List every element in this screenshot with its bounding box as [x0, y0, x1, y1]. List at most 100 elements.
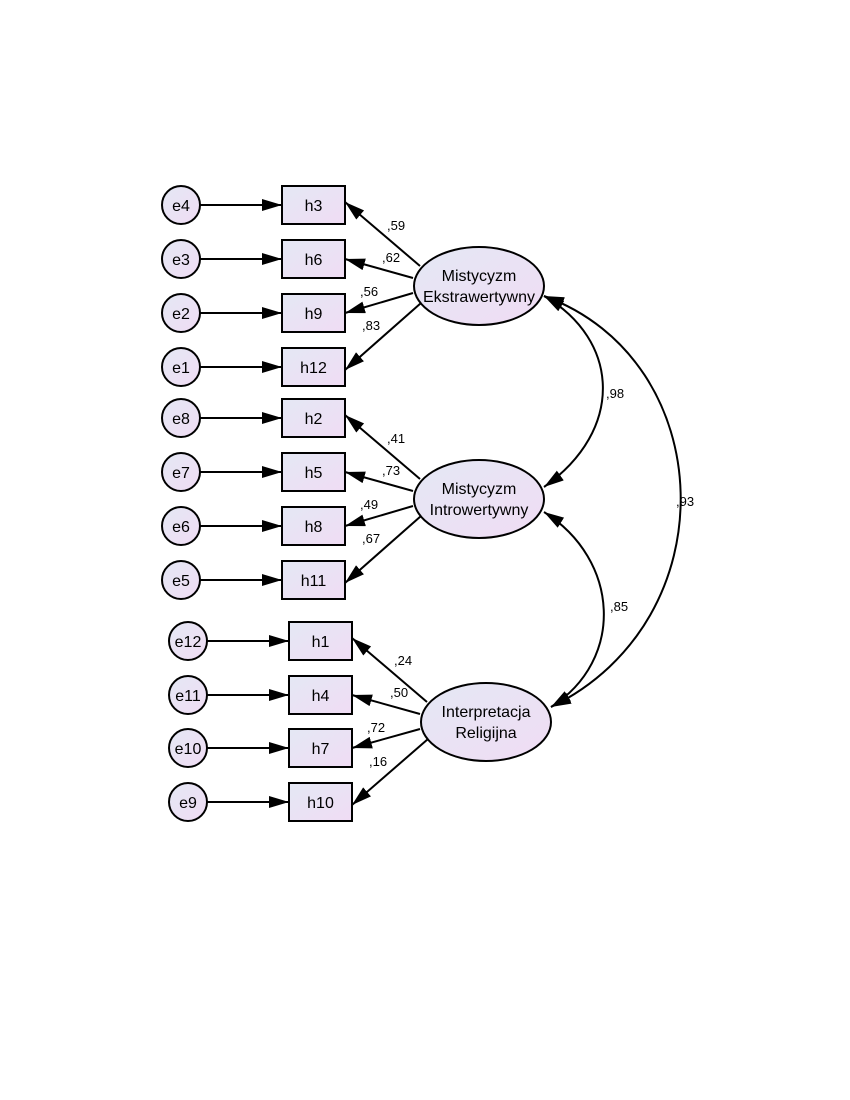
item-box: [281, 293, 346, 333]
error-node-e2: e2: [161, 293, 201, 333]
item-box: [288, 621, 353, 661]
item-box: [288, 675, 353, 715]
item-box: [281, 506, 346, 546]
error-node-e8: e8: [161, 398, 201, 438]
error-node-e12: e12: [168, 621, 208, 661]
item-box: [281, 239, 346, 279]
loading-value-h5: ,73: [382, 463, 400, 478]
correlation-value-mi-ir: ,85: [610, 599, 628, 614]
error-label: e7: [172, 465, 190, 482]
item-label: h5: [305, 465, 323, 482]
item-label: h1: [312, 634, 330, 651]
nodes-layer: e4 e3 e2 e1 e8 e7 e6 e5 e12 e11 e10 e9 h3 h6 h9 h12 h2 h5…: [161, 185, 552, 822]
item-label: h10: [307, 795, 334, 812]
loading-path-h4: [351, 694, 421, 715]
item-label: h3: [305, 198, 323, 215]
item-box: [281, 347, 346, 387]
loading-value-h6: ,62: [382, 250, 400, 265]
loading-path-h5: [344, 471, 414, 492]
item-box: [288, 728, 353, 768]
item-node-h4: h4: [288, 675, 353, 715]
error-node-e10: e10: [168, 728, 208, 768]
item-box: [281, 560, 346, 600]
loading-value-h2: ,41: [387, 431, 405, 446]
error-label: e10: [175, 741, 202, 758]
item-node-h9: h9: [281, 293, 346, 333]
item-node-h6: h6: [281, 239, 346, 279]
loading-value-h1: ,24: [394, 653, 412, 668]
latent-label-line2: Ekstrawertywny: [423, 289, 535, 306]
latent-label-line2: Introwertywny: [430, 502, 529, 519]
error-circle: [161, 398, 201, 438]
error-node-e9: e9: [168, 782, 208, 822]
error-node-e5: e5: [161, 560, 201, 600]
loading-value-h3: ,59: [387, 218, 405, 233]
error-circle: [161, 239, 201, 279]
loading-value-h12: ,83: [362, 318, 380, 333]
loading-path-h10: [351, 738, 429, 806]
item-label: h9: [305, 306, 323, 323]
loading-path-h3: [344, 201, 421, 267]
correlation-value-me-mi: ,98: [606, 386, 624, 401]
error-node-e4: e4: [161, 185, 201, 225]
latent-ellipse: [420, 682, 552, 762]
error-circle: [168, 782, 208, 822]
loading-value-h10: ,16: [369, 754, 387, 769]
error-label: e1: [172, 360, 190, 377]
error-node-e7: e7: [161, 452, 201, 492]
correlation-value-me-ir: ,93: [676, 494, 694, 509]
edges-layer: [200, 199, 682, 808]
item-label: h7: [312, 741, 330, 758]
error-label: e8: [172, 411, 190, 428]
item-box: [281, 452, 346, 492]
error-node-e3: e3: [161, 239, 201, 279]
item-label: h6: [305, 252, 323, 269]
error-circle: [168, 675, 208, 715]
loading-value-h8: ,49: [360, 497, 378, 512]
latent-ellipse: [413, 246, 545, 326]
loading-value-h7: ,72: [367, 720, 385, 735]
error-circle: [161, 185, 201, 225]
latent-label-line1: Interpretacja: [442, 704, 531, 721]
error-circle: [168, 728, 208, 768]
labels-layer: ,59,62,56,83,41,73,49,67,24,50,72,16,98,…: [360, 218, 694, 769]
error-node-e6: e6: [161, 506, 201, 546]
loading-path-h7: [351, 728, 421, 749]
loading-path-h2: [344, 414, 421, 480]
loading-value-h11: ,67: [362, 531, 380, 546]
error-label: e2: [172, 306, 190, 323]
loading-path-h9: [344, 292, 414, 314]
error-node-e11: e11: [168, 675, 208, 715]
item-label: h11: [301, 573, 327, 590]
error-circle: [161, 560, 201, 600]
item-node-h10: h10: [288, 782, 353, 822]
error-label: e3: [172, 252, 190, 269]
error-label: e9: [179, 795, 197, 812]
item-node-h3: h3: [281, 185, 346, 225]
item-node-h5: h5: [281, 452, 346, 492]
loading-path-h6: [344, 258, 414, 279]
item-node-h7: h7: [288, 728, 353, 768]
error-label: e6: [172, 519, 190, 536]
error-node-e1: e1: [161, 347, 201, 387]
correlation-path-me-ir: [543, 295, 682, 708]
latent-label-line2: Religijna: [455, 725, 516, 742]
item-box: [281, 185, 346, 225]
loading-path-h8: [344, 505, 414, 527]
item-label: h8: [305, 519, 323, 536]
error-label: e11: [175, 688, 201, 705]
item-box: [281, 398, 346, 438]
item-node-h1: h1: [288, 621, 353, 661]
item-label: h2: [305, 411, 323, 428]
loading-path-h11: [344, 515, 422, 584]
item-label: h12: [300, 360, 327, 377]
loading-value-h9: ,56: [360, 284, 378, 299]
error-circle: [161, 452, 201, 492]
error-label: e5: [172, 573, 190, 590]
item-node-h11: h11: [281, 560, 346, 600]
correlation-path-mi-ir: [543, 511, 605, 708]
item-node-h2: h2: [281, 398, 346, 438]
